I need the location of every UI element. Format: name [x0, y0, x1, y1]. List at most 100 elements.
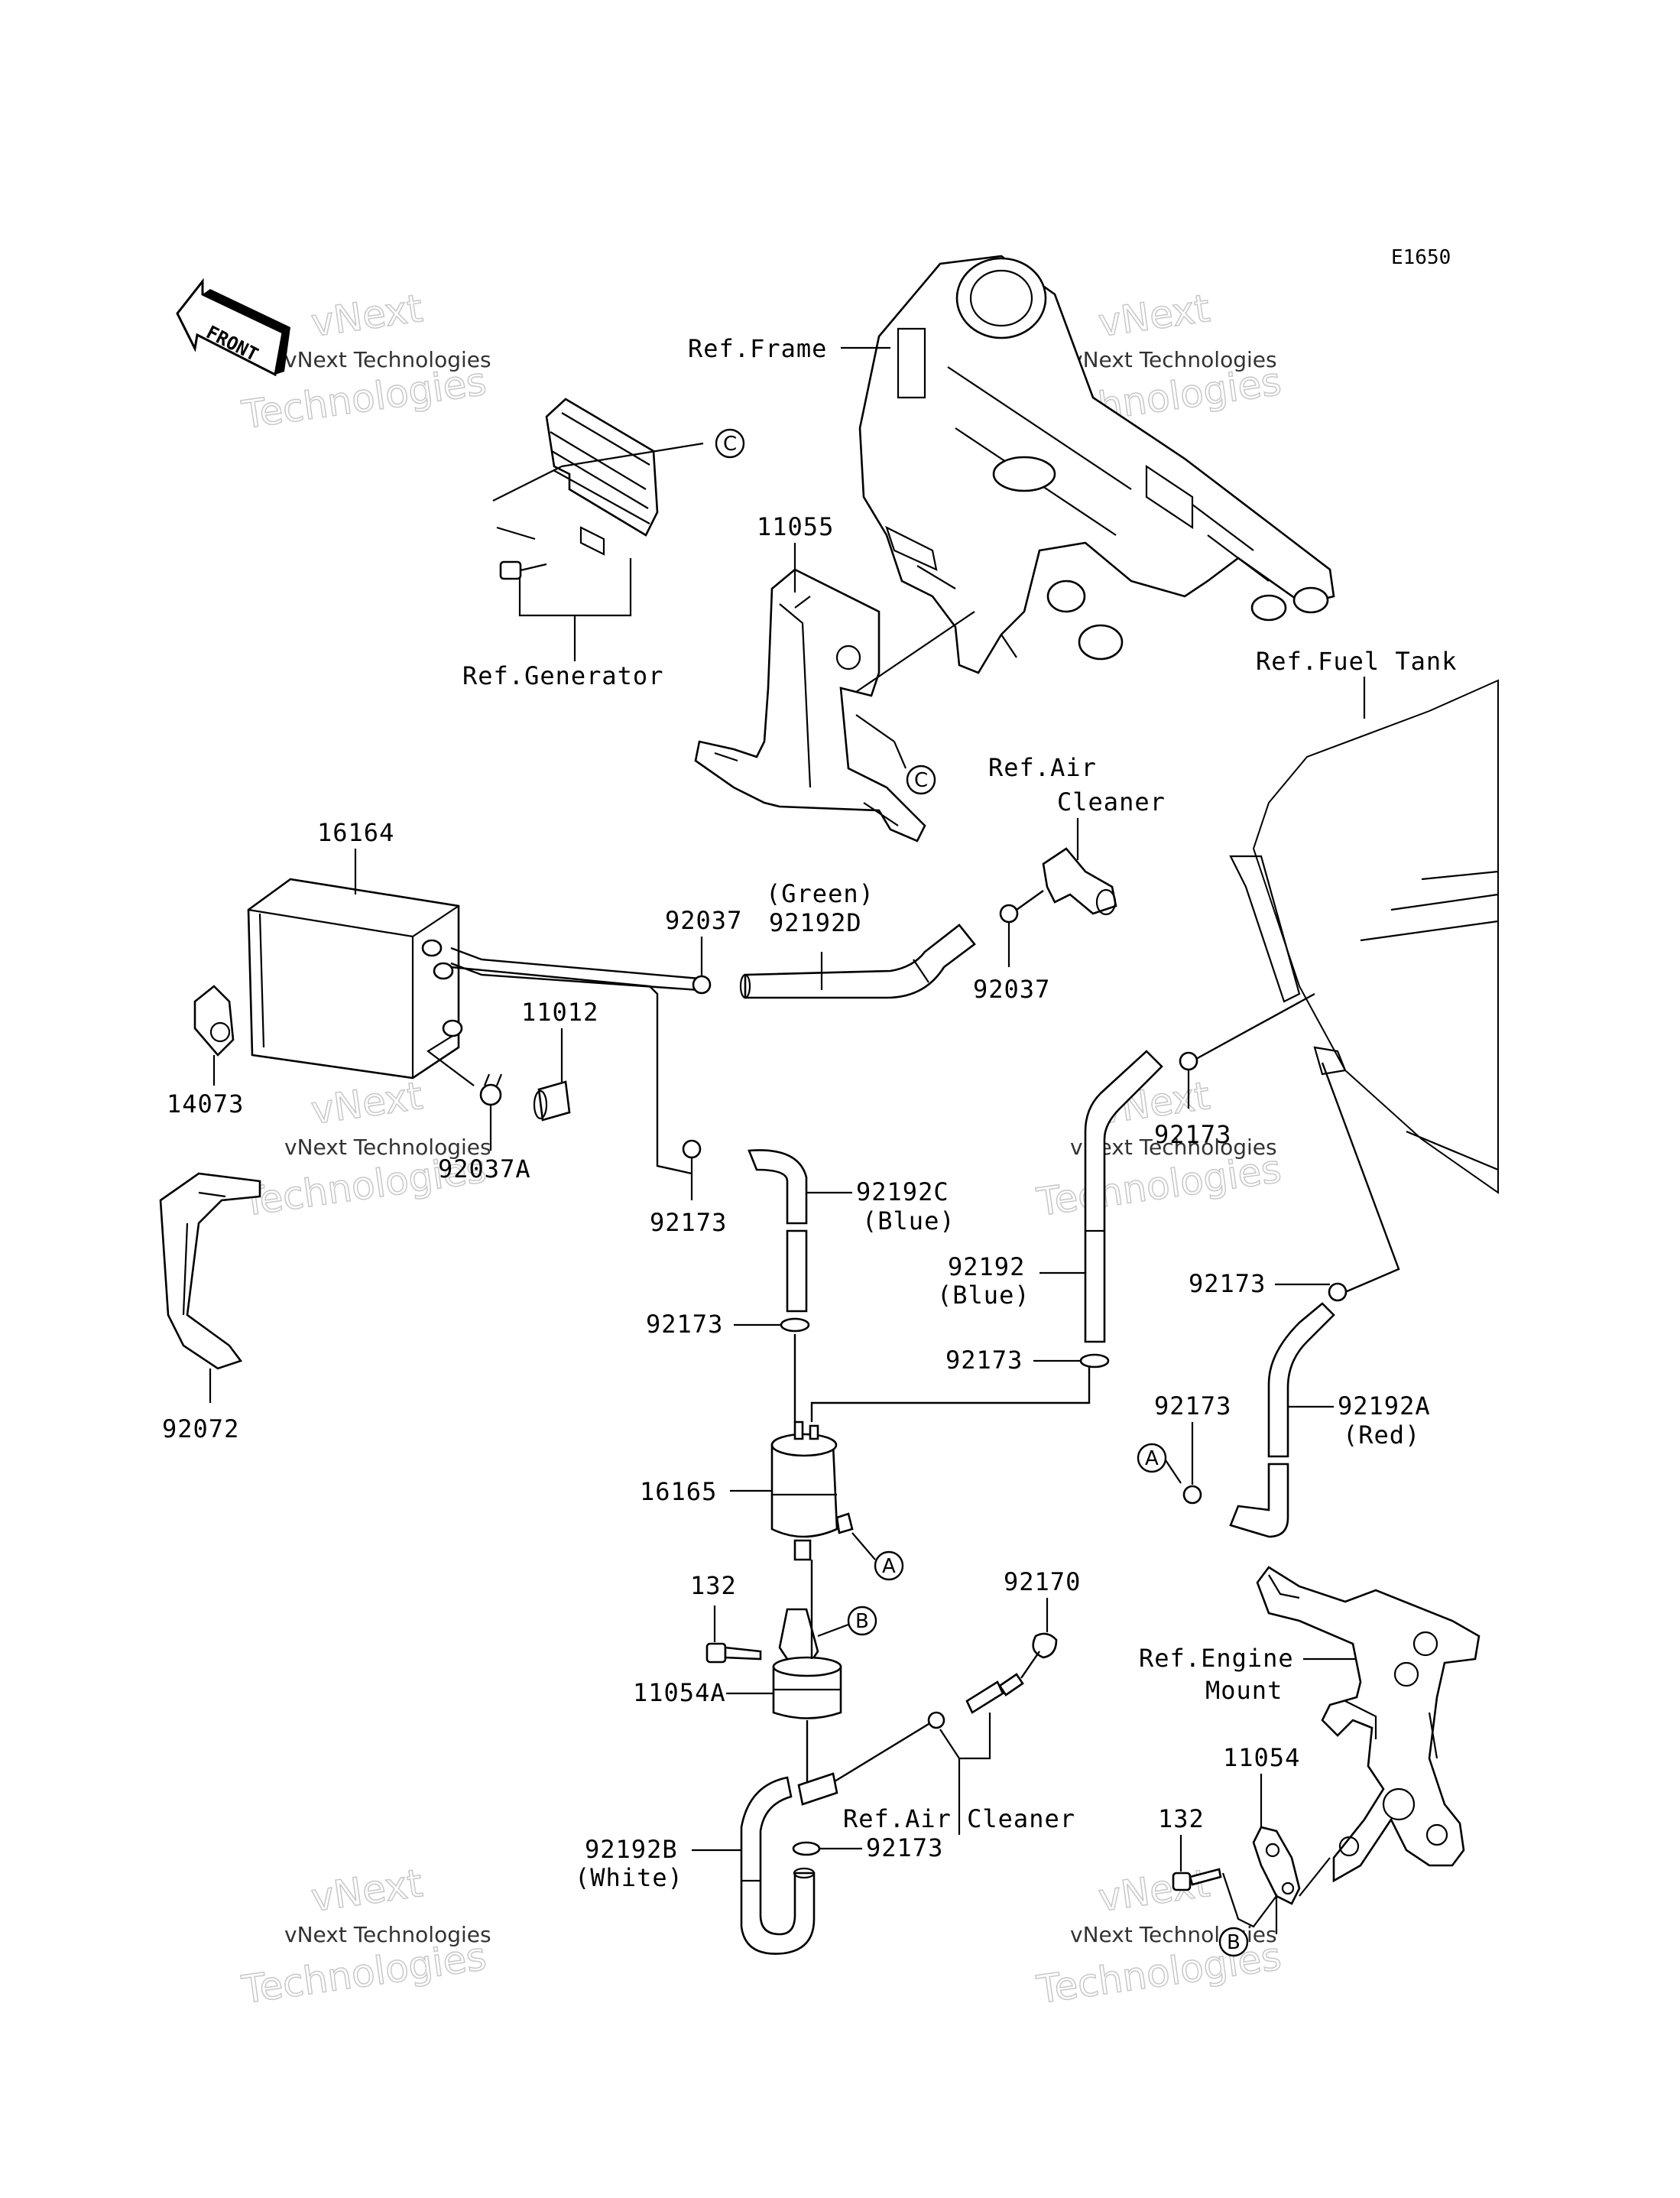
bracket-11055 [694, 568, 926, 843]
part-92192A: 92192A [1338, 1391, 1431, 1420]
front-arrow-icon: FRONT [176, 278, 290, 377]
part-92192B: 92192B [585, 1835, 678, 1864]
part-92072: 92072 [162, 1414, 239, 1443]
clamp-92173-g [792, 1841, 821, 1856]
label-blue-c: (Blue) [862, 1206, 955, 1235]
diagram-code: E1650 [1391, 246, 1451, 269]
pipe-separator-right [810, 1361, 1091, 1422]
part-92173-f: 92173 [1154, 1391, 1231, 1420]
label-ref-air-cleaner-bottom: Ref.Air Cleaner [843, 1804, 1075, 1833]
part-16164: 16164 [317, 818, 394, 847]
label-blue: (Blue) [937, 1281, 1030, 1310]
svg-text:B: B [855, 1610, 869, 1633]
part-11054A: 11054A [633, 1678, 726, 1707]
air-cleaner-tee [1042, 847, 1117, 916]
clamp-92173-e [1328, 1282, 1348, 1302]
part-92173-c: 92173 [945, 1346, 1023, 1375]
svg-text:vNext: vNext [309, 1073, 426, 1133]
callout-b-engine: B [1218, 1927, 1249, 1957]
label-red: (Red) [1343, 1420, 1420, 1450]
part-11055: 11055 [757, 512, 834, 541]
svg-text:B: B [1227, 1931, 1241, 1954]
part-11012: 11012 [521, 998, 598, 1027]
clamp-92037-right [999, 904, 1019, 924]
svg-text:vNext Technologies: vNext Technologies [284, 347, 491, 372]
watermark-mid-right: vNext Technologies vNext Technologies [1033, 1073, 1285, 1225]
regulator-rectifier [496, 398, 659, 580]
leader-c-bottom [855, 714, 895, 742]
cap-14073 [193, 985, 235, 1057]
label-ref-frame: Ref.Frame [688, 334, 827, 363]
engine-mount [1256, 1566, 1481, 1883]
bracket-11054A [772, 1608, 842, 1719]
clamp-92173-c [1079, 1353, 1110, 1368]
bolt-132-b [1172, 1868, 1222, 1891]
part-16165: 16165 [640, 1477, 717, 1506]
svg-text:vNext: vNext [1096, 1861, 1213, 1920]
hose-92192C [748, 1149, 808, 1313]
leader-air-cleaner-bottom [939, 1713, 991, 1835]
part-92037-left: 92037 [665, 906, 742, 935]
part-92173-b: 92173 [646, 1310, 723, 1339]
part-92173-d: 92173 [1154, 1120, 1231, 1149]
bolt-132-a [705, 1642, 762, 1664]
clamp-92037-left [692, 975, 712, 995]
part-92173-e: 92173 [1189, 1269, 1266, 1298]
part-92170: 92170 [1004, 1567, 1081, 1596]
part-132-a: 132 [690, 1571, 737, 1600]
part-92192: 92192 [948, 1252, 1025, 1281]
leader-b-engine [1221, 1872, 1278, 1934]
part-132-b: 132 [1158, 1804, 1205, 1833]
fuel-tank [1229, 679, 1499, 1194]
svg-text:vNext Technologies: vNext Technologies [284, 1922, 491, 1947]
label-ref-fuel-tank: Ref.Fuel Tank [1256, 647, 1457, 676]
part-14073: 14073 [167, 1089, 244, 1118]
bracket-11054 [1252, 1826, 1301, 1905]
callout-c-top: C [715, 428, 745, 459]
pipe-tank-92173-e [1321, 1062, 1400, 1294]
bracket-92072 [159, 1172, 261, 1370]
clamp-92037A [479, 1073, 503, 1106]
clamp-92173-f [1182, 1485, 1202, 1505]
watermark-top-right: vNext Technologies vNext Technologies [1033, 285, 1285, 437]
pipe-canister-top [450, 946, 700, 980]
svg-text:vNext Technologies: vNext Technologies [1070, 347, 1277, 372]
label-mount: Mount [1205, 1676, 1283, 1705]
watermark-bottom-left: vNext Technologies vNext Technologies [238, 1860, 491, 2012]
hose-92192 [1084, 1050, 1163, 1343]
label-air-cleaner-top-2: Cleaner [1057, 787, 1166, 817]
air-cleaner-fitting [927, 1632, 1058, 1729]
svg-text:C: C [723, 433, 737, 456]
hose-92192D [739, 924, 976, 999]
label-green: (Green) [766, 879, 874, 908]
clamp-92173-a [682, 1139, 702, 1159]
part-92037A: 92037A [438, 1154, 531, 1183]
part-92037-right: 92037 [973, 975, 1050, 1004]
callout-b-clamp: B [847, 1605, 877, 1636]
callout-a-separator: A [874, 1550, 904, 1581]
part-92173-a: 92173 [650, 1208, 727, 1237]
watermark-mid-left: vNext Technologies vNext Technologies [238, 1073, 491, 1225]
leader-bracket-frame [855, 611, 975, 693]
callout-a-hose: A [1137, 1443, 1167, 1473]
callout-c-bottom: C [906, 765, 936, 795]
part-92173-g: 92173 [866, 1833, 943, 1862]
clamp-92173-d [1179, 1051, 1198, 1071]
pipe-air-cleaner [834, 1722, 929, 1783]
label-ref-engine: Ref.Engine [1139, 1644, 1294, 1673]
svg-text:A: A [882, 1555, 896, 1578]
hose-92192B [740, 1772, 838, 1955]
cap-11012 [533, 1080, 571, 1122]
frame [858, 255, 1335, 674]
pipe-canister-down [450, 966, 692, 1175]
svg-text:vNext: vNext [309, 1861, 426, 1920]
label-ref-air-cleaner-top: Ref.Air [988, 753, 1097, 782]
svg-text:vNext Technologies: vNext Technologies [284, 1135, 491, 1160]
leader-c-top [492, 442, 704, 502]
label-white: (White) [575, 1863, 683, 1892]
svg-text:A: A [1145, 1447, 1159, 1470]
svg-text:vNext: vNext [309, 286, 426, 346]
label-ref-generator: Ref.Generator [462, 661, 663, 690]
hose-92192A [1229, 1302, 1335, 1538]
